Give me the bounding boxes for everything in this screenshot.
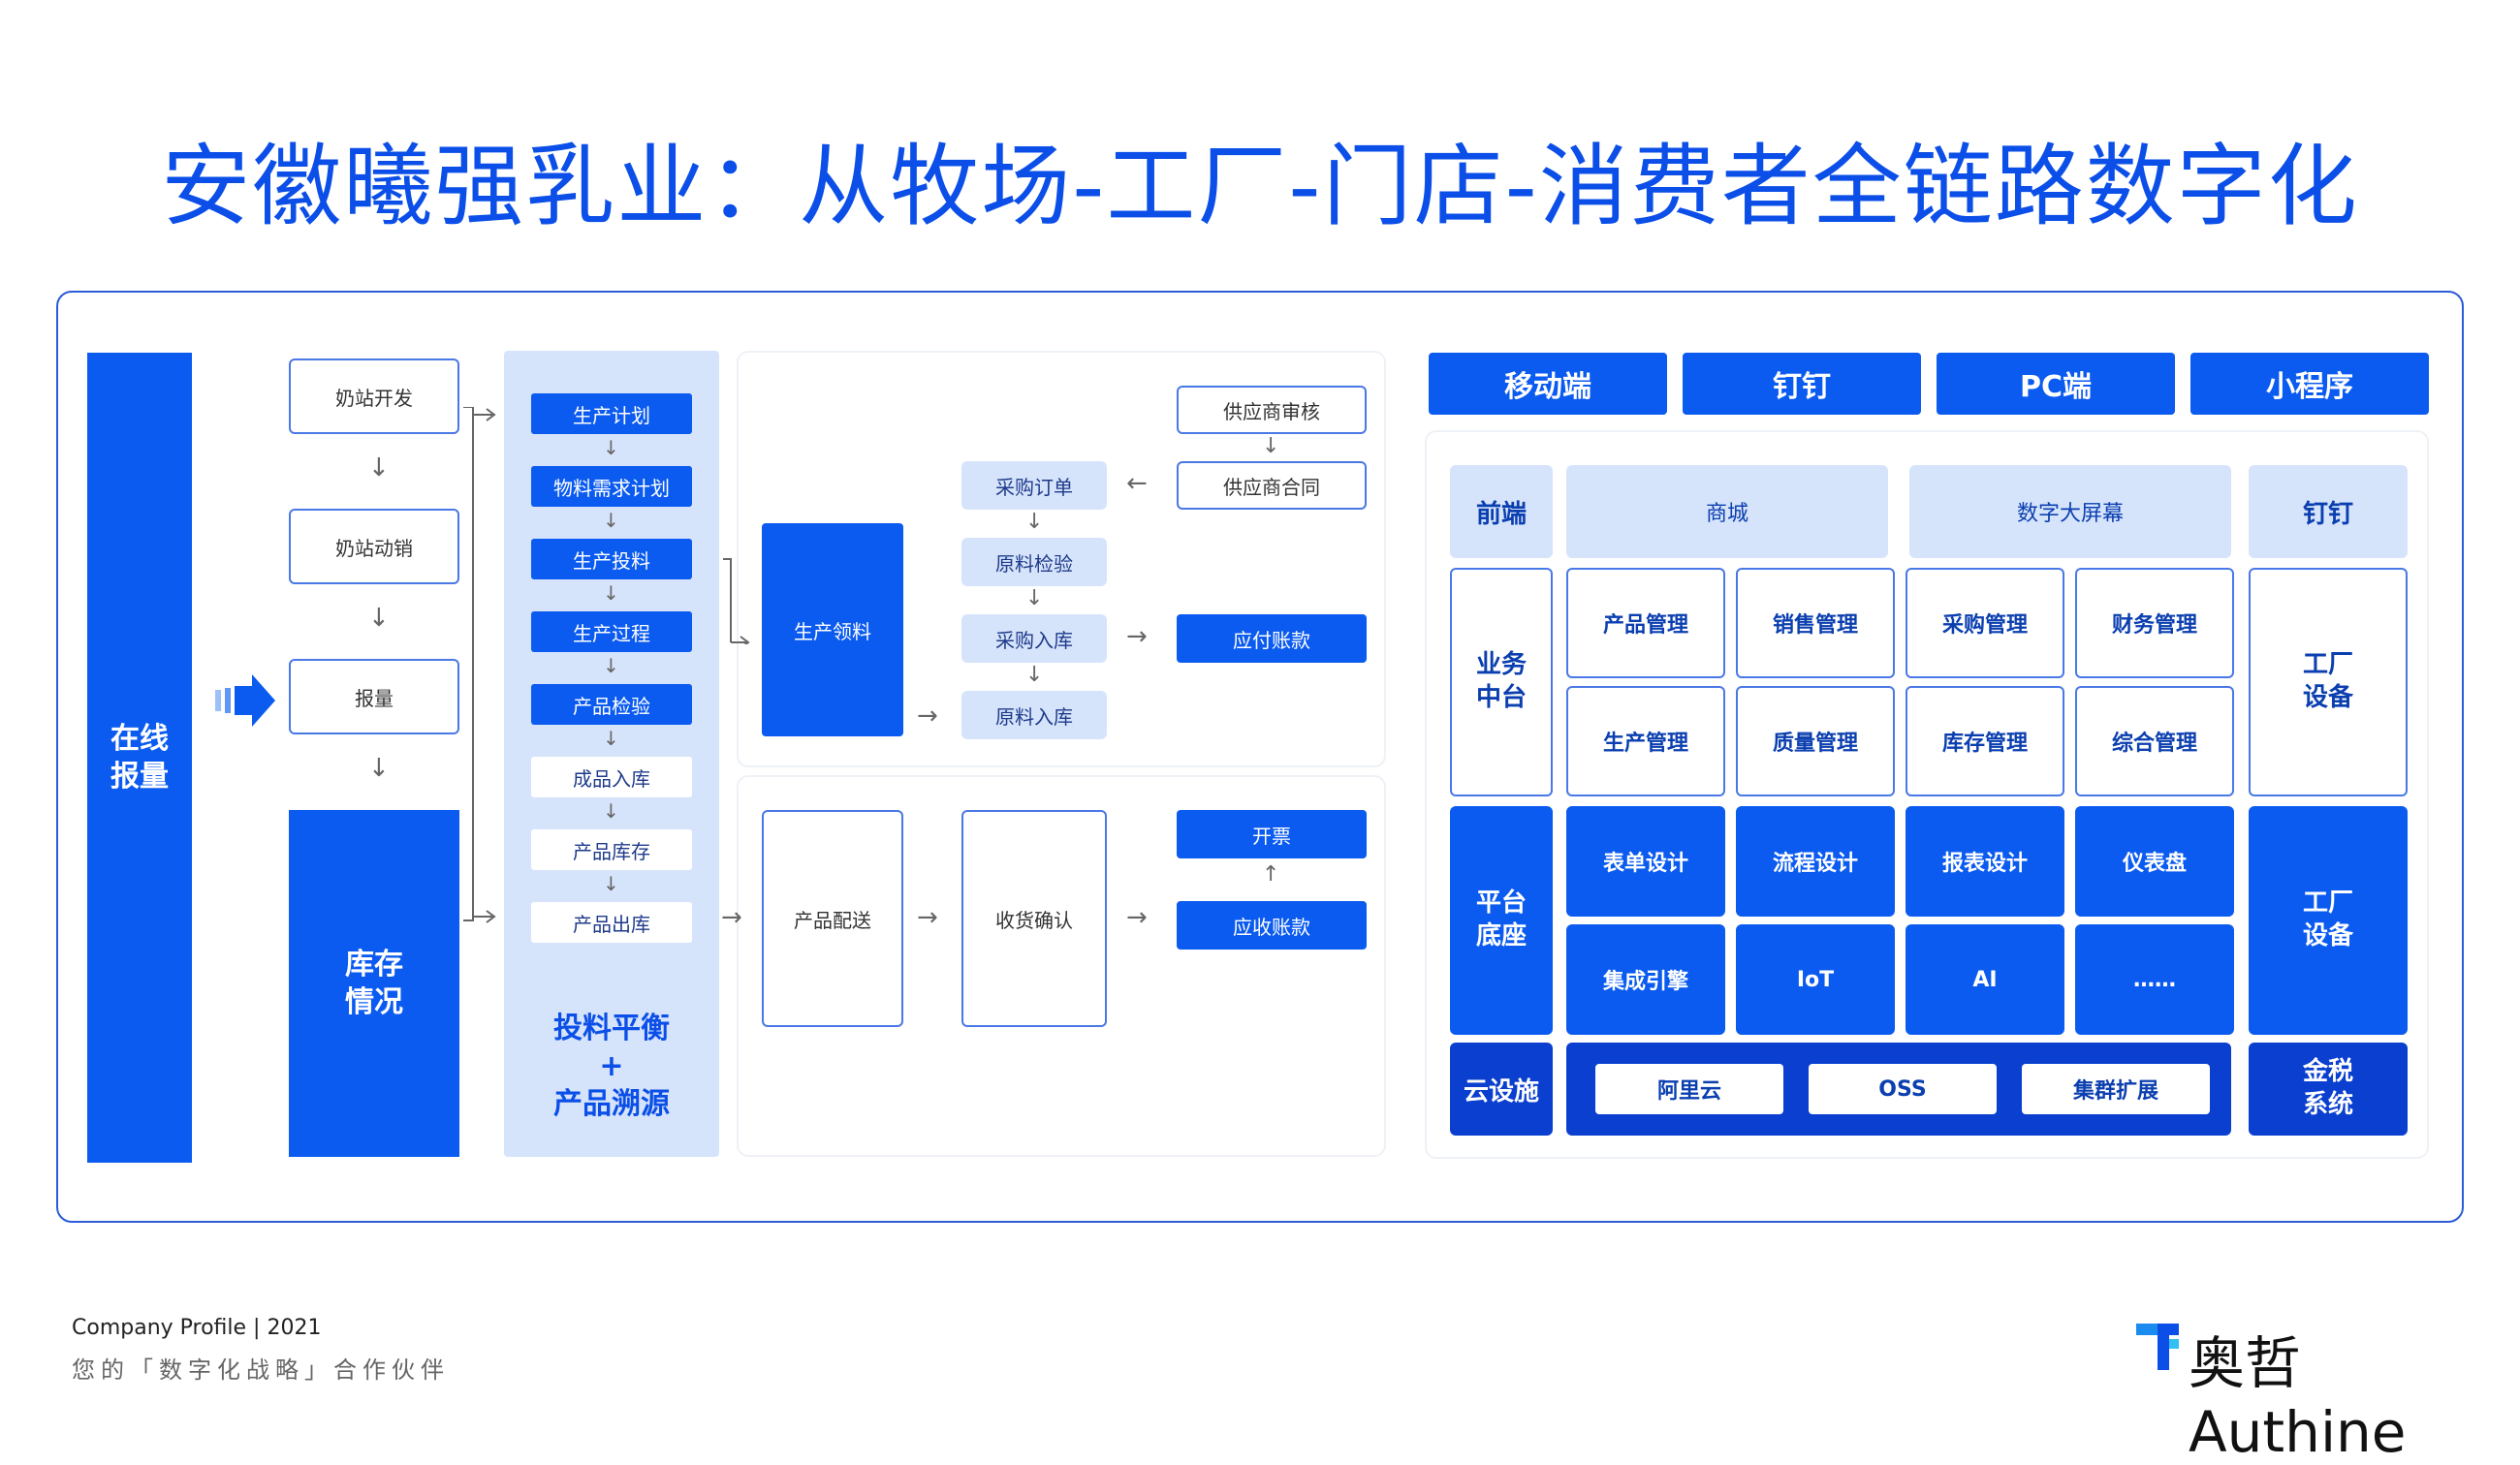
process-step: 产品出库 bbox=[531, 902, 692, 943]
footer-company-profile: Company Profile | 2021 bbox=[72, 1316, 322, 1340]
brand-name: 奥哲 Authine bbox=[2189, 1330, 2407, 1465]
material-inbound: 原料入库 bbox=[961, 691, 1107, 739]
process-step: 成品入库 bbox=[531, 757, 692, 797]
arrow-down-icon: ↓ bbox=[368, 453, 390, 483]
biz-module: 质量管理 bbox=[1736, 686, 1895, 796]
platform-module: 仪表盘 bbox=[2075, 806, 2234, 917]
platform-module: …… bbox=[2075, 924, 2234, 1035]
cloud-item: 阿里云 bbox=[1595, 1064, 1783, 1114]
purchase-inbound: 采购入库 bbox=[961, 614, 1107, 663]
biz-middle-label: 业务 中台 bbox=[1450, 568, 1553, 796]
arrow-right-icon: → bbox=[917, 903, 938, 932]
arrow-down-icon: ↓ bbox=[368, 754, 390, 783]
biz-module: 产品管理 bbox=[1566, 568, 1725, 678]
authine-logo-icon bbox=[2136, 1324, 2179, 1370]
arrow-down-icon: ↓ bbox=[1025, 510, 1044, 534]
process-step: 产品检验 bbox=[531, 684, 692, 725]
cloud-item: 集群扩展 bbox=[2022, 1064, 2210, 1114]
process-step: 产品库存 bbox=[531, 829, 692, 870]
platform-module: IoT bbox=[1736, 924, 1895, 1035]
arrow-down-icon: ↓ bbox=[603, 799, 619, 823]
biz-module: 采购管理 bbox=[1906, 568, 2064, 678]
front-end-label: 前端 bbox=[1450, 465, 1553, 558]
platform-module: 报表设计 bbox=[1906, 806, 2064, 917]
col1-report: 报量 bbox=[289, 659, 459, 734]
arrow-down-icon: ↓ bbox=[1262, 434, 1280, 458]
arrow-down-icon: ↓ bbox=[603, 436, 619, 459]
page-title: 安徽曦强乳业：从牧场-工厂-门店-消费者全链路数字化 bbox=[161, 135, 2359, 238]
inventory-status: 库存 情况 bbox=[289, 810, 459, 1157]
bracket-connector-icon bbox=[463, 407, 496, 923]
arrow-down-icon: ↓ bbox=[1025, 663, 1044, 687]
production-collect: 生产领料 bbox=[762, 523, 903, 736]
biz-module: 销售管理 bbox=[1736, 568, 1895, 678]
platform-base-label: 平台 底座 bbox=[1450, 806, 1553, 1035]
arrow-right-icon: → bbox=[721, 903, 742, 932]
arrow-down-icon: ↓ bbox=[1025, 586, 1044, 610]
process-step: 生产过程 bbox=[531, 611, 692, 652]
col1-station-sales: 奶站动销 bbox=[289, 509, 459, 584]
process-panel-footer: 投料平衡 + 产品溯源 bbox=[553, 1011, 670, 1121]
biz-module: 综合管理 bbox=[2075, 686, 2234, 796]
arrow-right-icon: → bbox=[1126, 622, 1148, 651]
arrow-right-icon: → bbox=[917, 701, 938, 731]
arrow-down-icon: ↓ bbox=[603, 872, 619, 895]
big-right-arrow-icon bbox=[215, 674, 275, 727]
process-step: 生产计划 bbox=[531, 393, 692, 434]
process-step: 物料需求计划 bbox=[531, 466, 692, 507]
channel-tab: 钉钉 bbox=[1683, 353, 1921, 415]
arrow-left-icon: ← bbox=[1126, 469, 1148, 498]
arrow-down-icon: ↓ bbox=[603, 509, 619, 532]
channel-tab: 小程序 bbox=[2190, 353, 2429, 415]
accounts-receivable: 应收账款 bbox=[1177, 901, 1367, 950]
cloud-item: OSS bbox=[1809, 1064, 1997, 1114]
front-side-dingtalk: 钉钉 bbox=[2249, 465, 2408, 558]
supplier-review: 供应商审核 bbox=[1177, 386, 1367, 434]
online-report-column: 在线 报量 bbox=[87, 353, 192, 1163]
receipt-confirm: 收货确认 bbox=[961, 810, 1107, 1027]
diagram-frame bbox=[56, 291, 2464, 1223]
platform-module: 流程设计 bbox=[1736, 806, 1895, 917]
golden-tax-system: 金税 系统 bbox=[2249, 1043, 2408, 1136]
material-inspect: 原料检验 bbox=[961, 538, 1107, 586]
platform-module: 表单设计 bbox=[1566, 806, 1725, 917]
arrow-up-icon: ↑ bbox=[1262, 862, 1280, 887]
biz-module: 财务管理 bbox=[2075, 568, 2234, 678]
col1-station-dev: 奶站开发 bbox=[289, 358, 459, 434]
arrow-down-icon: ↓ bbox=[603, 654, 619, 677]
channel-tab: 移动端 bbox=[1429, 353, 1667, 415]
biz-module: 库存管理 bbox=[1906, 686, 2064, 796]
purchase-order: 采购订单 bbox=[961, 461, 1107, 510]
biz-module: 生产管理 bbox=[1566, 686, 1725, 796]
factory-equipment: 工厂 设备 bbox=[2249, 568, 2408, 796]
bracket-connector-icon bbox=[723, 558, 750, 644]
cloud-infra-label: 云设施 bbox=[1450, 1043, 1553, 1136]
platform-module: 集成引擎 bbox=[1566, 924, 1725, 1035]
arrow-down-icon: ↓ bbox=[368, 604, 390, 633]
product-delivery: 产品配送 bbox=[762, 810, 903, 1027]
platform-module: AI bbox=[1906, 924, 2064, 1035]
accounts-payable: 应付账款 bbox=[1177, 614, 1367, 663]
front-item-big-screen: 数字大屏幕 bbox=[1909, 465, 2231, 558]
front-item-mall: 商城 bbox=[1566, 465, 1888, 558]
process-step: 生产投料 bbox=[531, 539, 692, 579]
footer-slogan: 您的「数字化战略」合作伙伴 bbox=[72, 1356, 450, 1384]
invoice: 开票 bbox=[1177, 810, 1367, 858]
supplier-contract: 供应商合同 bbox=[1177, 461, 1367, 510]
channel-tab: PC端 bbox=[1937, 353, 2175, 415]
arrow-down-icon: ↓ bbox=[603, 581, 619, 605]
arrow-right-icon: → bbox=[1126, 903, 1148, 932]
factory-equipment-2: 工厂 设备 bbox=[2249, 806, 2408, 1035]
arrow-down-icon: ↓ bbox=[603, 727, 619, 750]
